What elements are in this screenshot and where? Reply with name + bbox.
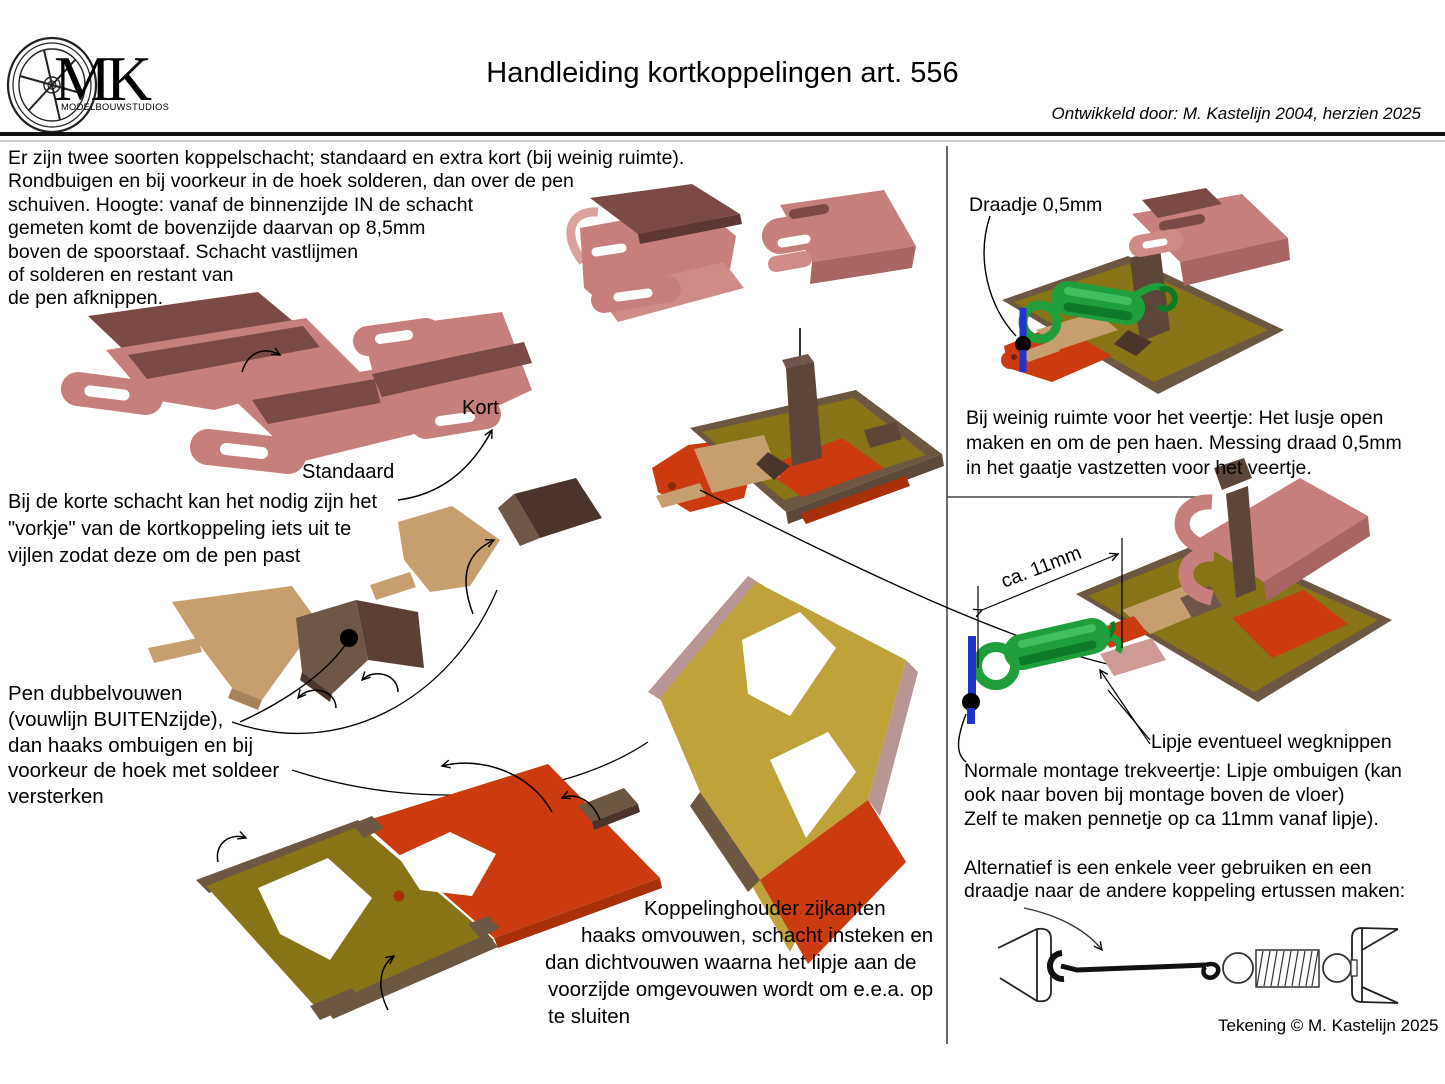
note-line: de pen afknippen. <box>8 287 164 310</box>
figure-assembly-center <box>652 354 1117 667</box>
note-line: gemeten komt de bovenzijde daarvan op 8,… <box>8 217 426 240</box>
note-line: of solderen en restant van <box>8 264 234 287</box>
holder-note-line: voorzijde omgevouwen wordt om e.e.a. op <box>548 978 934 1001</box>
figure-shaft-standaard-folded <box>566 184 744 322</box>
note-line: schuiven. Hoogte: vanaf de binnenzijde I… <box>8 193 474 216</box>
note-line: vijlen zodat deze om de pen past <box>8 545 301 567</box>
drawing-credit: Tekening © M. Kastelijn 2025 <box>1218 1016 1439 1035</box>
note-line: Normale montage trekveertje: Lipje ombui… <box>964 760 1402 782</box>
note-line: versterken <box>8 785 104 809</box>
figure-shaft-kort-flat <box>353 312 532 439</box>
figure-holder-unfolded <box>196 759 662 1020</box>
figure-assembly-spring-top <box>983 188 1290 394</box>
note-line: Zelf te maken pennetje op ca 11mm vanaf … <box>964 808 1379 831</box>
leader-lines <box>397 428 493 501</box>
note-line: Rondbuigen en bij voorkeur in de hoek so… <box>8 170 574 193</box>
alternatief-note: Alternatief is een enkele veer gebruiken… <box>964 857 1405 904</box>
page-title: Handleiding kortkoppelingen art. 556 <box>486 57 959 89</box>
normale-montage-note: Normale montage trekveertje: Lipje ombui… <box>964 759 1402 832</box>
dimension-ca-11mm <box>973 538 1123 668</box>
holder-note-line: haaks omvouwen, schacht insteken en <box>581 924 934 947</box>
figure-shaft-kort-folded <box>762 190 916 378</box>
note-line: "vorkje" van de kortkoppeling iets uit t… <box>8 518 352 540</box>
note-line: Pen dubbelvouwen <box>8 682 183 705</box>
figure-holder-folded <box>648 576 918 964</box>
figure-kortkoppeling-forks <box>148 478 649 796</box>
note-line: Bij weinig ruimte voor het veertje: Het … <box>966 407 1384 429</box>
label-draadje: Draadje 0,5mm <box>969 194 1103 216</box>
pen-note: Pen dubbelvouwen (vouwlijn BUITENzijde),… <box>8 681 279 810</box>
holder-note-line: dan dichtvouwen waarna het lipje aan de <box>545 951 917 974</box>
header-rule <box>0 132 1445 142</box>
note-line: draadje naar de andere koppeling ertusse… <box>964 880 1406 903</box>
label-lipje-wegknippen: Lipje eventueel wegknippen <box>1151 731 1392 753</box>
note-line: voorkeur de hoek met soldeer <box>8 759 280 783</box>
note-line: ook naar boven bij montage boven de vloe… <box>964 784 1345 807</box>
label-kort: Kort <box>462 397 499 419</box>
weinig-ruimte-note: Bij weinig ruimte voor het veertje: Het … <box>966 406 1402 482</box>
note-line: Bij de korte schacht kan het nodig zijn … <box>8 491 378 513</box>
vorkje-note: Bij de korte schacht kan het nodig zijn … <box>8 489 377 570</box>
note-line: dan haaks ombuigen en bij <box>8 733 254 757</box>
intro-note: Er zijn twee soorten koppelschacht; stan… <box>8 147 684 311</box>
figure-assembly-spring-middle <box>957 458 1392 763</box>
note-line: Er zijn twee soorten koppelschacht; stan… <box>8 147 685 169</box>
label-standaard: Standaard <box>302 461 395 483</box>
holder-note-line: Koppelinghouder zijkanten <box>644 897 886 920</box>
note-line: in het gaatje vastzetten voor het veertj… <box>966 457 1312 480</box>
logo-mk-text: MK <box>54 43 152 114</box>
developed-by: Ontwikkeld door: M. Kastelijn 2004, herz… <box>1051 104 1421 123</box>
note-line: maken en om de pen haen. Messing draad 0… <box>966 432 1402 455</box>
note-line: (vouwlijn BUITENzijde), <box>8 707 224 731</box>
figure-alt-spring-drawing <box>997 907 1399 1004</box>
logo-subtitle: MODELBOUWSTUDIOS <box>61 102 170 112</box>
note-line: boven de spoorstaaf. Schacht vastlijmen <box>8 240 359 263</box>
holder-note-line: te sluiten <box>548 1005 631 1028</box>
section-dividers <box>946 146 1198 1044</box>
note-line: Alternatief is een enkele veer gebruiken… <box>964 857 1372 879</box>
